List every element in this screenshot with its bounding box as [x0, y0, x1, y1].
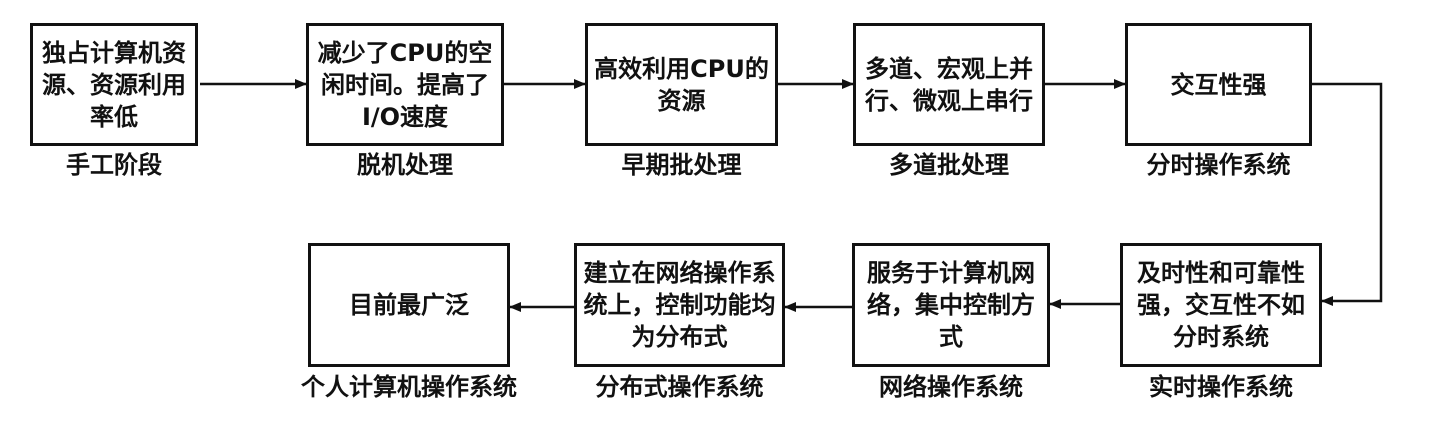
- stage-box-multi-batch: 多道、宏观上并行、微观上串行: [853, 23, 1045, 146]
- stage-label-early-batch: 早期批处理: [621, 151, 742, 179]
- stage-label-multi-batch: 多道批处理: [889, 151, 1009, 179]
- stage-label-time-sharing: 分时操作系统: [1146, 151, 1291, 179]
- stage-label-manual: 手工阶段: [66, 151, 162, 179]
- stage-box-distributed: 建立在网络操作系统上，控制功能均为分布式: [574, 243, 785, 367]
- arrow-5-6: [1312, 82, 1383, 306]
- stage-label-realtime: 实时操作系统: [1149, 373, 1293, 401]
- stage-box-realtime: 及时性和可靠性强，交互性不如分时系统: [1120, 243, 1322, 367]
- stage-box-early-batch: 高效利用CPU的资源: [585, 23, 778, 146]
- stage-box-network: 服务于计算机网络，集中控制方式: [852, 243, 1050, 367]
- stage-label-offline: 脱机处理: [357, 151, 453, 179]
- stage-box-offline: 减少了CPU的空闲时间。提高了I/O速度: [306, 23, 504, 146]
- stage-label-distributed: 分布式操作系统: [595, 373, 764, 401]
- stage-label-personal: 个人计算机操作系统: [301, 373, 517, 401]
- stage-box-manual: 独占计算机资源、资源利用率低: [30, 23, 198, 146]
- stage-label-network: 网络操作系统: [879, 373, 1023, 401]
- stage-box-personal: 目前最广泛: [308, 243, 510, 367]
- stage-box-time-sharing: 交互性强: [1125, 23, 1312, 146]
